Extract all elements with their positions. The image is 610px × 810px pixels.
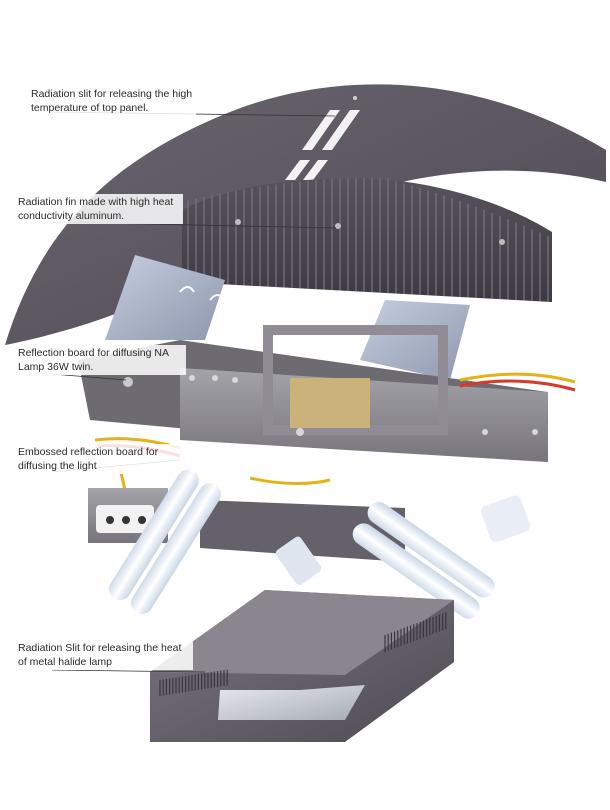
lamp-bracket [263, 325, 448, 435]
metal-halide-lamp [275, 536, 322, 586]
callout-line: diffusing the light [18, 460, 97, 472]
screw-icon [335, 223, 341, 229]
slit [303, 160, 328, 180]
screw-icon [482, 429, 488, 435]
housing-top [150, 590, 454, 675]
callout-line: Lamp 36W twin. [18, 361, 94, 373]
fluorescent-tubes [108, 469, 531, 619]
leader-line [51, 669, 206, 673]
screw-icon [532, 429, 538, 435]
socket-pin [122, 516, 130, 524]
callout-top-panel-slit: Radiation slit for releasing the high te… [28, 86, 196, 116]
screw-icon [189, 375, 195, 381]
callout-line: Radiation Slit for releasing the heat [18, 642, 182, 654]
bottom-housing [150, 590, 454, 742]
slit [302, 110, 340, 150]
callout-radiation-fin: Radiation fin made with high heat conduc… [15, 194, 183, 224]
callout-line: Embossed reflection board for [18, 446, 159, 458]
fin-body [182, 178, 552, 302]
callout-bottom-slit: Radiation Slit for releasing the heat of… [15, 640, 193, 670]
socket-pin [138, 516, 146, 524]
callout-line: Reflection board for diffusing NA [18, 347, 169, 359]
ballast-rail [200, 500, 405, 562]
callout-reflection-board: Reflection board for diffusing NA Lamp 3… [15, 345, 186, 375]
screw-icon [123, 377, 133, 387]
screw-icon [296, 428, 304, 436]
housing-lens [218, 685, 365, 720]
main-frame [78, 325, 548, 462]
callout-line: temperature of top panel. [31, 102, 149, 114]
tube-right [352, 502, 495, 619]
leader-line [51, 373, 127, 381]
callout-line: of metal halide lamp [18, 656, 112, 668]
lamp-socket-icon [481, 495, 531, 543]
slit [322, 110, 360, 150]
callout-line: Radiation fin made with high heat [18, 196, 174, 208]
socket-pin [106, 516, 114, 524]
screw-icon [212, 375, 218, 381]
metal-halide-reflector [290, 378, 370, 428]
screw-icon [499, 239, 505, 245]
reflector-left [105, 255, 225, 340]
radiation-slits-bottom [159, 612, 447, 696]
screw-icon [232, 377, 238, 383]
screw-icon [235, 219, 241, 225]
radiation-fin [182, 178, 552, 302]
callout-line: conductivity aluminum. [18, 210, 125, 222]
fin-ridges [187, 178, 549, 302]
callout-embossed-reflector: Embossed reflection board for diffusing … [15, 444, 181, 474]
radiation-slits-top [285, 110, 360, 180]
callout-line: Radiation slit for releasing the high [31, 88, 193, 100]
screw-icon [353, 96, 357, 100]
tube-left [108, 469, 221, 614]
slit [285, 160, 310, 180]
